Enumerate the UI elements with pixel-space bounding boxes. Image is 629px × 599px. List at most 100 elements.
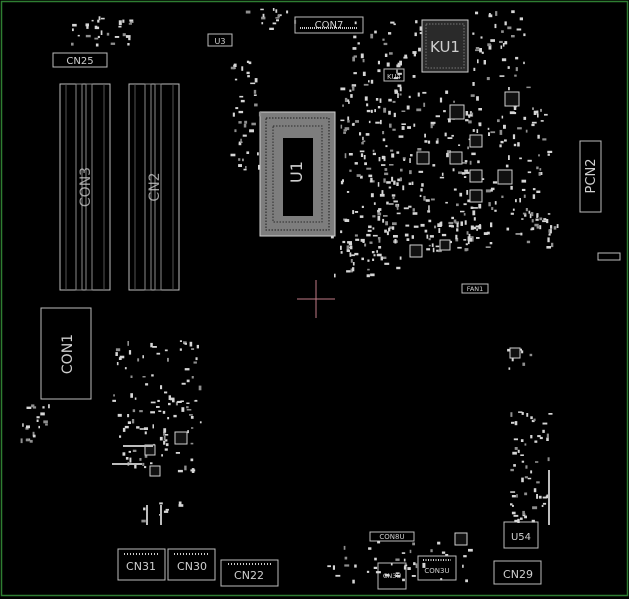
small-ic (469, 169, 483, 183)
smd-pad (459, 192, 463, 197)
smd-pad (510, 412, 513, 417)
smd-pad (363, 83, 369, 86)
cpu-u1[interactable]: U1 (259, 111, 336, 237)
smd-pad (465, 579, 468, 583)
connector-cn22[interactable]: CN22 (220, 559, 279, 587)
smd-pad (261, 22, 264, 25)
smd-pad (372, 215, 376, 218)
smd-pad (396, 151, 400, 154)
smd-pad (25, 427, 29, 430)
smd-pad (513, 514, 519, 517)
smd-pad (430, 123, 433, 129)
smd-pad (127, 414, 130, 418)
smd-pad (470, 94, 475, 97)
connector-con3u[interactable]: CON3U (417, 555, 457, 581)
dimm-slot-cn2[interactable]: CN2 (128, 83, 180, 291)
smd-pad (164, 448, 168, 451)
smd-pad (125, 457, 129, 460)
smd-pad (510, 212, 514, 215)
smd-pad (124, 367, 127, 370)
connector-cn29[interactable]: CN29 (493, 560, 542, 585)
connector-pcn2[interactable]: PCN2 (579, 140, 602, 213)
smd-pad (374, 30, 377, 34)
smd-pad (142, 376, 146, 378)
smd-pad (116, 362, 119, 366)
smd-pad (286, 10, 289, 14)
smd-pad (468, 120, 472, 124)
smd-pad (553, 226, 557, 230)
smd-pad (520, 517, 523, 520)
smd-pad (340, 230, 343, 234)
chip-ku1[interactable]: KU1 (421, 19, 469, 73)
smd-pad (514, 74, 517, 77)
cn30-label: CN30 (177, 560, 207, 573)
smd-pad (365, 133, 370, 136)
smd-pad (396, 182, 399, 186)
connector-small-right[interactable] (597, 252, 621, 261)
smd-pad (366, 570, 370, 573)
connector-cn30[interactable]: CN30 (167, 548, 216, 581)
smd-pad (186, 379, 190, 383)
smd-pad (360, 153, 364, 157)
connector-cn31[interactable]: CN31 (117, 548, 166, 581)
cn2-label: CN2 (147, 172, 163, 201)
smd-pad (368, 120, 371, 124)
chip-ku4[interactable]: KU4 (383, 68, 405, 82)
smd-pad (190, 469, 196, 472)
smd-pad (524, 443, 527, 446)
smd-pad (412, 75, 416, 78)
smd-pad (467, 146, 469, 150)
smd-pad (344, 564, 350, 567)
smd-pad (463, 203, 467, 206)
smd-pad (349, 169, 352, 172)
dimm-slot-con3[interactable]: CON3 (59, 83, 111, 291)
smd-pad (536, 166, 539, 170)
smd-pad (475, 49, 480, 52)
smd-pad (515, 67, 518, 72)
smd-pad (353, 35, 357, 39)
chip-u54[interactable]: U54 (503, 521, 539, 549)
smd-pad (537, 113, 539, 118)
smd-pad (538, 172, 541, 176)
smd-pad (385, 145, 388, 148)
connector-con8u[interactable]: CON8U (369, 531, 415, 542)
connector-cn3u[interactable]: CN3U (377, 562, 407, 590)
smd-pad (134, 464, 137, 469)
smd-pad (397, 93, 399, 98)
smd-pad (96, 26, 100, 30)
smd-pad (119, 435, 122, 438)
smd-pad (348, 243, 353, 246)
smd-pad (360, 175, 363, 179)
smd-pad (352, 56, 355, 62)
smd-pad (494, 201, 497, 205)
connector-con1[interactable]: CON1 (40, 307, 92, 400)
smd-pad (440, 221, 443, 227)
smd-pad (45, 423, 48, 426)
smd-pad (520, 439, 524, 442)
smd-pad (517, 127, 522, 130)
smd-pad (370, 33, 374, 39)
chip-u3[interactable]: U3 (207, 33, 233, 47)
smd-pad (142, 462, 145, 466)
smd-pad (370, 79, 374, 84)
smd-pad (346, 270, 351, 273)
smd-pad (540, 120, 544, 122)
small-ic (174, 431, 188, 445)
connector-cn25[interactable]: CN25 (52, 52, 108, 68)
smd-pad (472, 210, 476, 216)
connector-con7[interactable]: CON7 (294, 16, 364, 34)
smd-pad (350, 268, 353, 273)
connector-fan1[interactable]: FAN1 (461, 283, 489, 294)
smd-pad (150, 462, 153, 465)
smd-pad (40, 412, 45, 416)
cn3u-label: CN3U (383, 572, 402, 580)
smd-pad (544, 113, 548, 116)
smd-pad (160, 385, 163, 390)
smd-pad (424, 133, 426, 138)
smd-pad (357, 42, 360, 45)
smd-pad (546, 219, 549, 224)
smd-pad (150, 401, 156, 404)
smd-pad (423, 195, 426, 201)
smd-pad (380, 256, 383, 261)
